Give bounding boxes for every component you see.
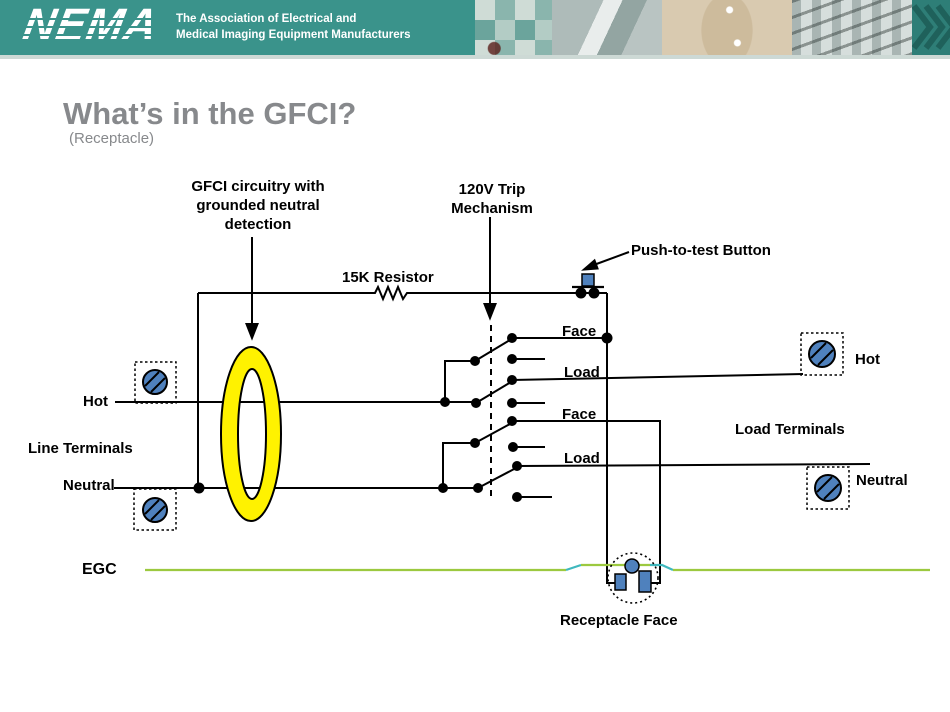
line-neutral-screw (142, 497, 168, 523)
label-line-terminals: Line Terminals (28, 440, 133, 457)
screw-terminals (142, 340, 842, 523)
egc-cyan-fall (650, 563, 674, 572)
hot-link-dot (440, 397, 450, 407)
annotation-arrows (245, 217, 630, 341)
label-line-hot: Hot (83, 393, 108, 410)
pivot-dot-3 (470, 438, 480, 448)
label-face-bottom: Face (562, 406, 597, 423)
contact-dot-open3 (508, 442, 518, 452)
logo-stripe (20, 34, 168, 36)
neutral-link-dot (438, 483, 448, 493)
ct-sensor-ring (219, 346, 283, 522)
load-hot-screw (808, 340, 836, 368)
page-title: What’s in the GFCI? (63, 96, 357, 131)
face-hot-junction-dot (601, 332, 613, 344)
label-load-bottom: Load (564, 450, 600, 467)
header-photo-collage (475, 0, 950, 55)
label-load-neutral: Neutral (856, 472, 908, 489)
collage-chevron-block (911, 0, 950, 55)
gfci-arrowhead (245, 323, 259, 341)
label-gfci-circuitry: GFCI circuitry with grounded neutral det… (191, 178, 325, 233)
neutral-pivot-link-wire (442, 442, 474, 488)
label-receptacle-face: Receptacle Face (560, 612, 678, 629)
load-hot-wire (511, 373, 804, 381)
push-test-dot-right (588, 287, 600, 299)
page-subtitle: (Receptacle) (69, 130, 155, 147)
push-test-dot-left (575, 287, 587, 299)
switch-arm-face-hot (474, 339, 511, 362)
pivot-dot-2 (471, 398, 481, 408)
label-load-top: Load (564, 364, 600, 381)
logo-stripe (20, 26, 168, 28)
label-load-hot: Hot (855, 351, 880, 368)
pivot-dot-4 (473, 483, 483, 493)
switch-arm-face-neutral (474, 423, 511, 444)
face-hot-vertical-wire (606, 293, 615, 584)
label-egc: EGC (82, 561, 117, 578)
push-arrowhead (581, 258, 599, 271)
line-hot-screw (142, 369, 168, 395)
tagline-line-2: Medical Imaging Equipment Manufacturers (176, 29, 411, 41)
label-15k-resistor: 15K Resistor (342, 269, 434, 286)
label-face-top: Face (562, 323, 597, 340)
egc-cyan-rise (565, 563, 582, 572)
association-tagline: The Association of Electrical and Medica… (176, 11, 411, 43)
collage-xray-tube-image (552, 0, 662, 55)
header-divider (0, 55, 950, 59)
receptacle-ground-pin (624, 558, 640, 574)
contact-dot-load2 (512, 461, 522, 471)
switch-arm-load-hot (475, 381, 512, 404)
contact-dot-open4 (512, 492, 522, 502)
chevron-pattern-icon (911, 4, 950, 50)
receptacle-slot-right (638, 570, 652, 593)
label-load-terminals: Load Terminals (735, 421, 845, 438)
trip-arrowhead (483, 303, 497, 321)
egc-ground-line (145, 563, 930, 572)
pivot-dot-1 (470, 356, 480, 366)
receptacle-face-group (607, 552, 659, 604)
push-to-test-button[interactable] (581, 273, 595, 287)
contact-dot-open2 (507, 398, 517, 408)
collage-lightbulb-image (662, 0, 792, 55)
tagline-line-1: The Association of Electrical and (176, 13, 357, 25)
circuit-wires (114, 284, 871, 584)
load-neutral-screw (814, 474, 842, 502)
contact-dot-load1 (507, 375, 517, 385)
receptacle-outline-circle (607, 552, 659, 604)
top-wire-with-resistor (198, 284, 607, 302)
label-line-neutral: Neutral (63, 477, 115, 494)
collage-teal-checker-image (475, 0, 552, 55)
face-neutral-wire (512, 420, 661, 584)
collage-film-strip-image (792, 0, 912, 55)
contact-dot-face1 (507, 333, 517, 343)
switch-arm-load-neutral (477, 467, 517, 489)
logo-stripe (20, 18, 168, 20)
push-arrow-line (590, 251, 630, 267)
neutral-junction-dot (193, 482, 205, 494)
contact-dots (193, 287, 613, 502)
receptacle-slot-left (614, 573, 627, 591)
contact-dot-face2 (507, 416, 517, 426)
hot-pivot-link-wire (444, 360, 474, 402)
label-push-to-test: Push-to-test Button (631, 242, 771, 259)
header-bar: NEMA The Association of Electrical and M… (0, 0, 950, 55)
label-trip-mechanism: 120V Trip Mechanism (451, 181, 533, 217)
contact-dot-open1 (507, 354, 517, 364)
load-neutral-wire (516, 463, 871, 467)
